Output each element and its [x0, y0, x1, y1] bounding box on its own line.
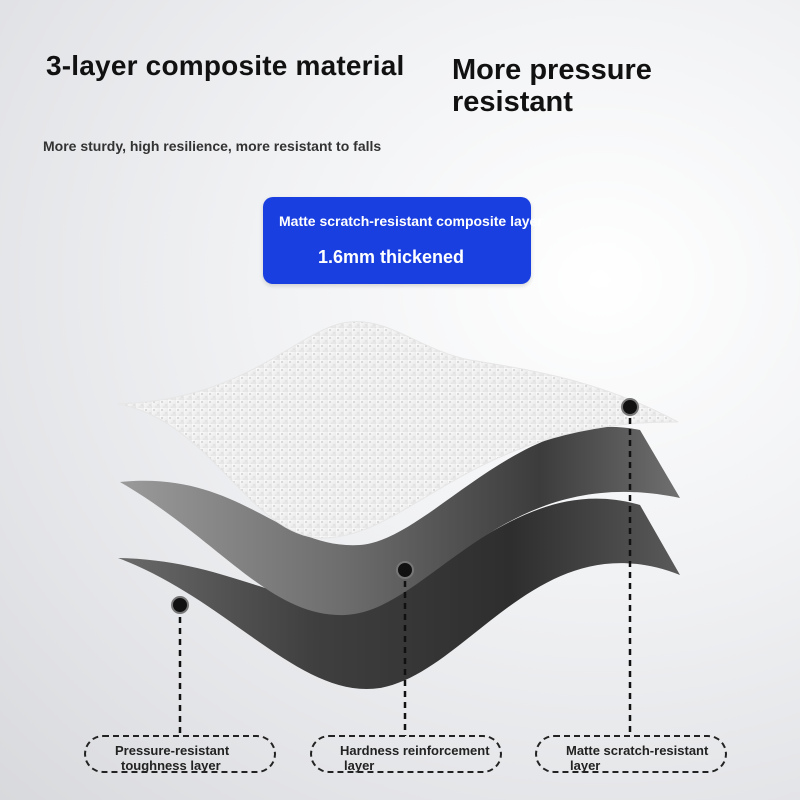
label-pressure-line2: toughness layer: [121, 758, 221, 773]
label-pressure-line1: Pressure-resistant: [115, 743, 230, 758]
label-hardness-line1: Hardness reinforcement: [340, 743, 490, 758]
label-matte-line1: Matte scratch-resistant: [566, 743, 709, 758]
label-pill-pressure: [84, 735, 276, 773]
label-hardness-line2: layer: [344, 758, 375, 773]
feature-badge: Matte scratch-resistant composite layer …: [263, 197, 543, 284]
label-pill-matte: [535, 735, 727, 773]
middle-layer: [120, 426, 680, 616]
headline-pressure: More pressure resistant: [452, 54, 652, 118]
marker-dot-middle: [396, 561, 414, 579]
marker-dot-right: [621, 398, 639, 416]
badge-line-composite: Matte scratch-resistant composite layer: [279, 213, 543, 229]
marker-dot-left: [171, 596, 189, 614]
badge-line-thickness: 1.6mm thickened: [318, 247, 465, 267]
label-matte-line2: layer: [570, 758, 601, 773]
label-pill-hardness: [310, 735, 502, 773]
headline-composite: 3-layer composite material: [46, 50, 405, 81]
subtitle: More sturdy, high resilience, more resis…: [43, 138, 382, 154]
